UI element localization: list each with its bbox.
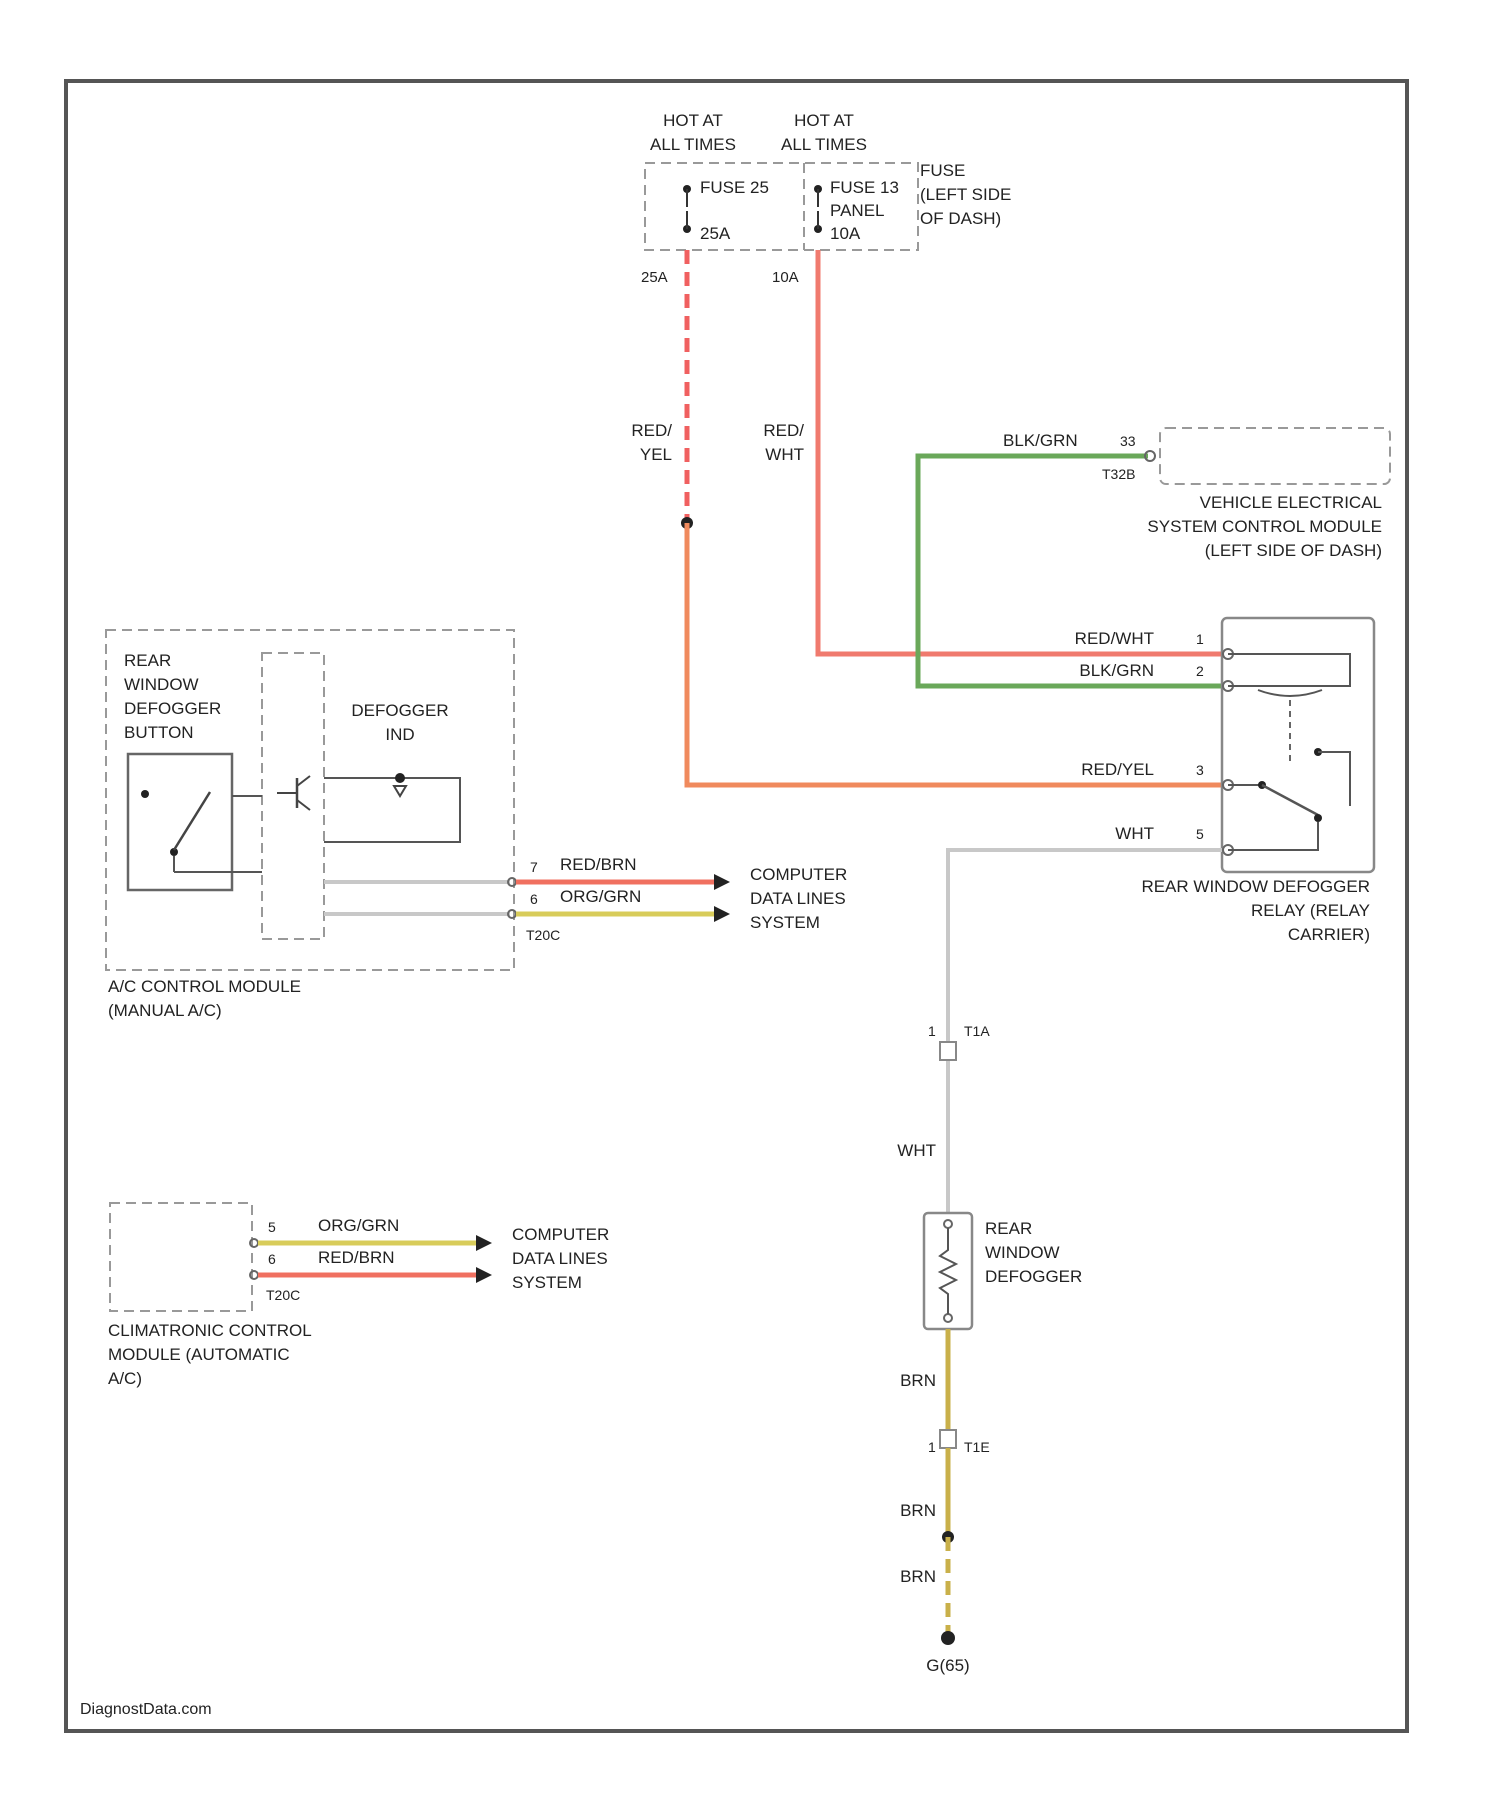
rear-window-defogger-relay: RED/WHT BLK/GRN RED/YEL WHT 1 2 3 5 REAR… [1075,618,1374,944]
wire-label-brn-3: BRN [900,1567,936,1586]
vescm-label-3: (LEFT SIDE OF DASH) [1205,541,1382,560]
defogger-label-1: REAR [985,1219,1032,1238]
defogger-button-switch [128,754,232,890]
wire-label-wht-vertical: WHT [897,1141,936,1160]
climatronic-control-module: 5 6 T20C ORG/GRN RED/BRN COMPUTER DATA L… [108,1203,609,1388]
manual-data-lines-3: SYSTEM [750,913,820,932]
wire-label-blk-grn-relay: BLK/GRN [1079,661,1154,680]
wire-label-manual-org-grn: ORG/GRN [560,887,641,906]
led-label-1: DEFOGGER [351,701,448,720]
relay-label-2: RELAY (RELAY [1251,901,1370,920]
wire-red-wht [818,250,1222,654]
wire-label-red-wht-2: WHT [765,445,804,464]
auto-pin-5: 5 [268,1219,276,1235]
auto-data-lines-2: DATA LINES [512,1249,608,1268]
defogger-label-2: WINDOW [985,1243,1060,1262]
manual-data-lines-1: COMPUTER [750,865,847,884]
connector-t1a: 1 T1A [928,1023,990,1060]
vescm-pin: 33 [1120,433,1136,449]
relay-pin-2: 2 [1196,663,1204,679]
wire-label-red-yel-1: RED/ [631,421,672,440]
vescm-box [1160,428,1390,484]
auto-module-box [110,1203,252,1311]
auto-connector: T20C [266,1287,300,1303]
relay-label-1: REAR WINDOW DEFOGGER [1141,877,1370,896]
wire-label-manual-red-brn: RED/BRN [560,855,637,874]
wire-label-red-yel-relay: RED/YEL [1081,760,1154,779]
auto-module-label-2: MODULE (AUTOMATIC [108,1345,290,1364]
fuse-block: HOT AT ALL TIMES HOT AT ALL TIMES FUSE 2… [641,111,1011,286]
wire-label-red-wht-1: RED/ [763,421,804,440]
ac-control-module-manual: REAR WINDOW DEFOGGER BUTTON DEFOGGER IND… [106,630,847,1020]
hot-at-all-times-left-1: HOT AT [663,111,723,130]
auto-data-lines-1: COMPUTER [512,1225,609,1244]
vescm-label-2: SYSTEM CONTROL MODULE [1147,517,1382,536]
fuse-13-panel: PANEL [830,201,885,220]
fuse-block-location-2: (LEFT SIDE [920,185,1011,204]
auto-pin-6: 6 [268,1251,276,1267]
fuse-block-location-1: FUSE [920,161,965,180]
vehicle-electrical-system-control-module: 33 T32B VEHICLE ELECTRICAL SYSTEM CONTRO… [1102,428,1390,560]
footer-source: DiagnostData.com [80,1701,212,1718]
wire-label-brn-2: BRN [900,1501,936,1520]
fuse-13-output: 10A [772,269,799,286]
manual-data-lines-2: DATA LINES [750,889,846,908]
fuse-13-rating: 10A [830,224,861,243]
wire-label-brn-1: BRN [900,1371,936,1390]
rear-window-defogger: REAR WINDOW DEFOGGER [924,1213,1082,1329]
fuse-25-output: 25A [641,269,668,286]
defogger-label-3: DEFOGGER [985,1267,1082,1286]
relay-label-3: CARRIER) [1288,925,1370,944]
t1e-pin: 1 [928,1439,936,1455]
fuse-13-label: FUSE 13 [830,178,899,197]
manual-module-label-1: A/C CONTROL MODULE [108,977,301,996]
manual-module-label-2: (MANUAL A/C) [108,1001,222,1020]
wire-label-auto-red-brn: RED/BRN [318,1248,395,1267]
relay-pin-1: 1 [1196,631,1204,647]
wire-label-blk-grn-top: BLK/GRN [1003,431,1078,450]
vescm-connector: T32B [1102,466,1135,482]
t1a-pin: 1 [928,1023,936,1039]
hot-at-all-times-right-2: ALL TIMES [781,135,867,154]
wire-label-auto-org-grn: ORG/GRN [318,1216,399,1235]
wire-label-red-wht-relay: RED/WHT [1075,629,1154,648]
manual-pin-6: 6 [530,891,538,907]
manual-connector: T20C [526,927,560,943]
fuse-25-label: FUSE 25 [700,178,769,197]
button-label-3: DEFOGGER [124,699,221,718]
t1e-label: T1E [964,1439,990,1455]
manual-module-inner-box [262,653,324,939]
fuse-25-rating: 25A [700,224,731,243]
auto-data-lines-3: SYSTEM [512,1273,582,1292]
manual-pin-7: 7 [530,859,538,875]
led-label-2: IND [385,725,414,744]
button-label-4: BUTTON [124,723,194,742]
hot-at-all-times-left-2: ALL TIMES [650,135,736,154]
button-label-1: REAR [124,651,171,670]
ground-label: G(65) [926,1656,969,1675]
ground-point [941,1631,955,1645]
relay-box [1222,618,1374,872]
relay-pin-5: 5 [1196,826,1204,842]
hot-at-all-times-right-1: HOT AT [794,111,854,130]
button-label-2: WINDOW [124,675,199,694]
relay-pin-3: 3 [1196,762,1204,778]
diagram-frame [66,81,1407,1731]
wire-label-red-yel-2: YEL [640,445,672,464]
vescm-label-1: VEHICLE ELECTRICAL [1200,493,1382,512]
auto-module-label-1: CLIMATRONIC CONTROL [108,1321,312,1340]
connector-t1e: 1 T1E [928,1430,990,1455]
fuse-block-location-3: OF DASH) [920,209,1001,228]
wire-label-wht-relay: WHT [1115,824,1154,843]
auto-module-label-3: A/C) [108,1369,142,1388]
t1a-label: T1A [964,1023,990,1039]
